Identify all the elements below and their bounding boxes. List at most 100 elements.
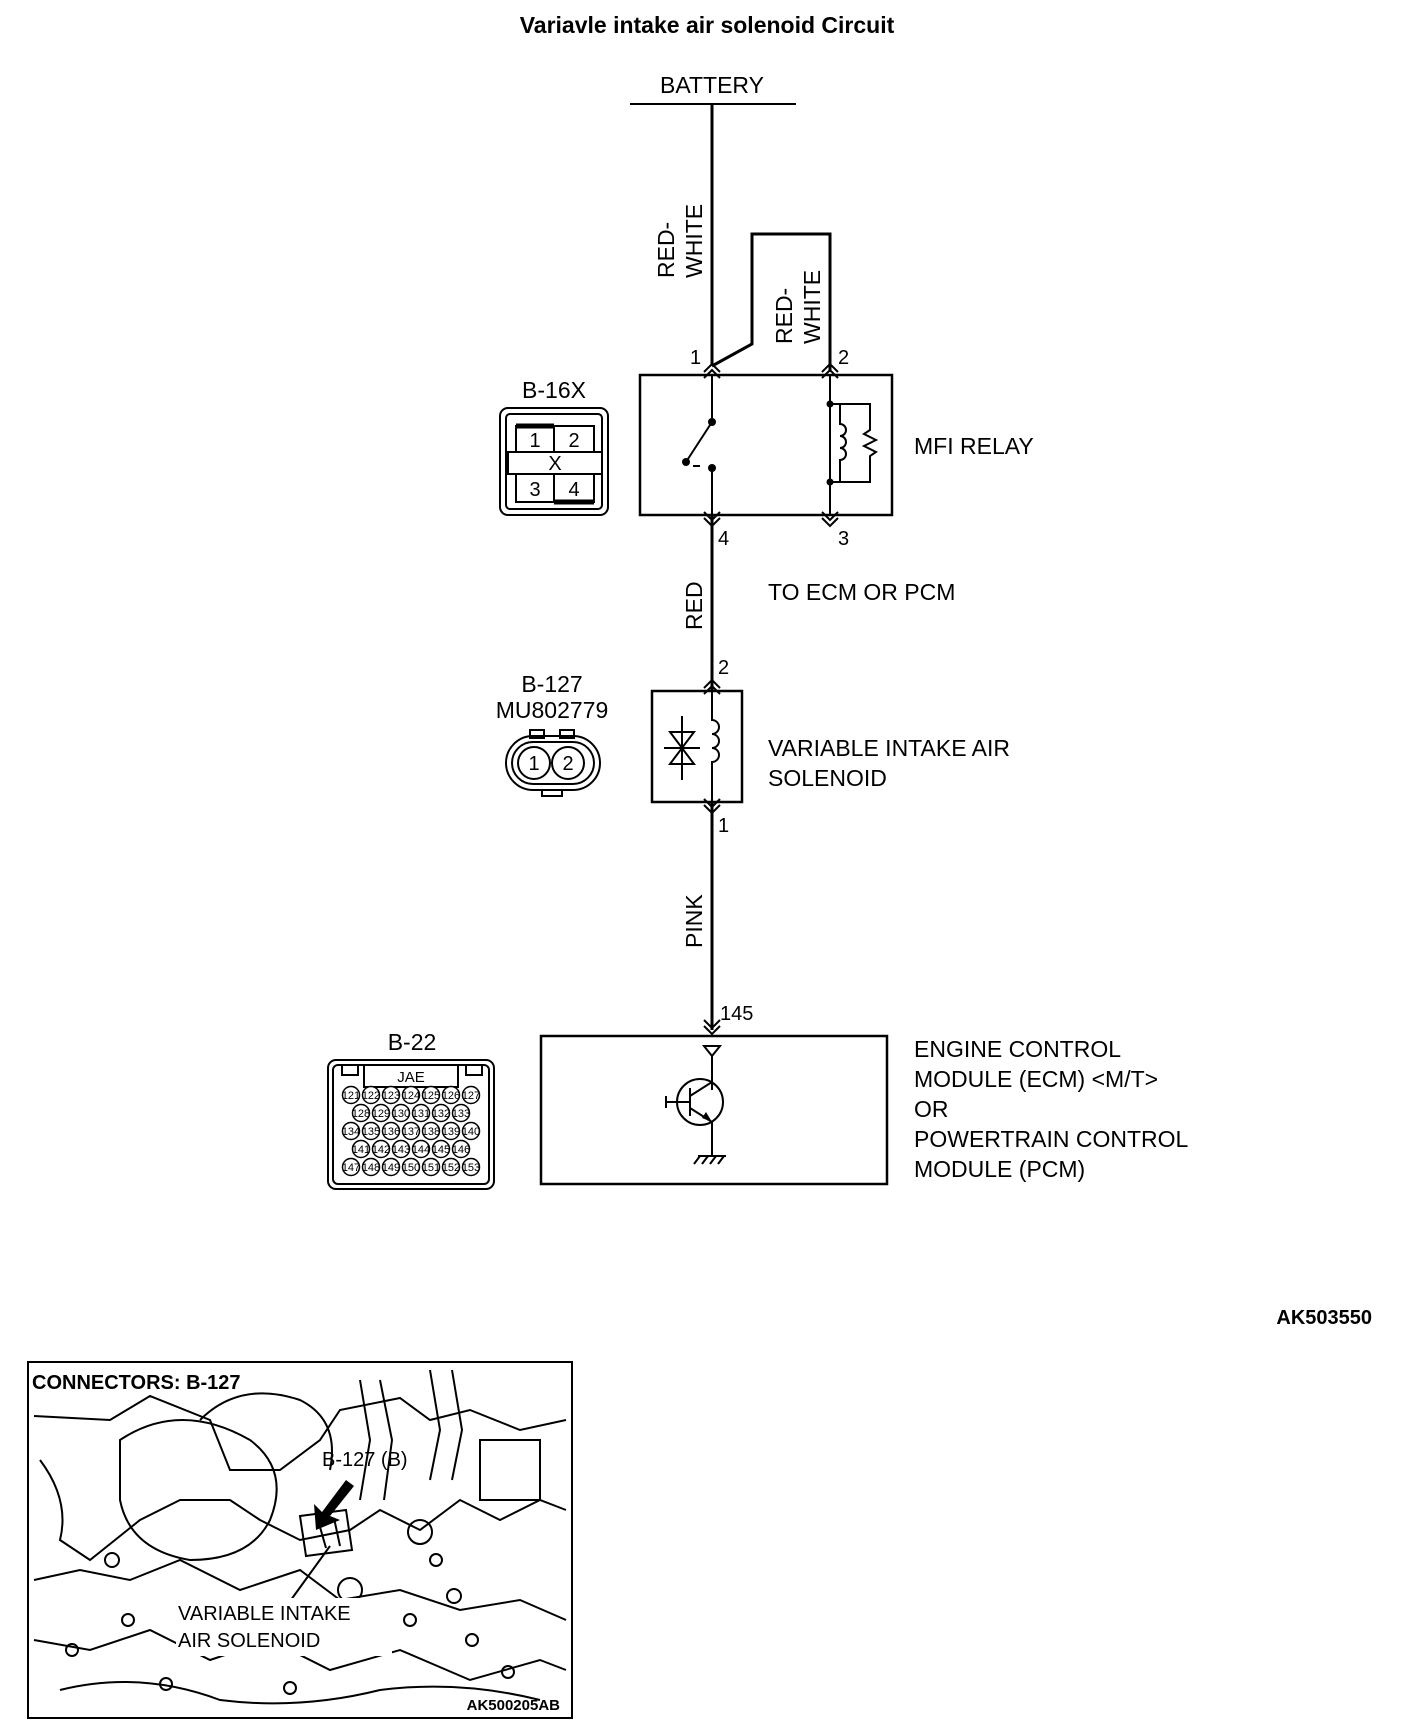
b22-pin-label: 139 — [442, 1126, 460, 1138]
b22-pin-label: 134 — [342, 1126, 360, 1138]
b22-pin-socket — [361, 1157, 381, 1177]
wire-label-red: RED — [681, 581, 707, 630]
svg-text:2: 2 — [562, 753, 573, 775]
b22-pin-label: 136 — [382, 1126, 400, 1138]
variable-intake-solenoid — [650, 678, 744, 815]
inset-code: AK500205AB — [467, 1697, 561, 1714]
battery-label: BATTERY — [660, 72, 764, 98]
wire-label-red-white-2a: RED- — [771, 288, 797, 344]
b22-pin-label: 141 — [352, 1144, 370, 1156]
wire-relay-loop — [711, 232, 832, 372]
b22-pin-socket — [361, 1121, 381, 1141]
inset-title: CONNECTORS: B-127 — [32, 1372, 241, 1394]
solenoid-pin-1: 1 — [718, 815, 729, 837]
b22-pin-label: 138 — [422, 1126, 440, 1138]
relay-pin-3: 3 — [838, 528, 849, 550]
svg-text:B-16X: B-16X — [522, 377, 586, 403]
svg-text:1: 1 — [528, 753, 539, 775]
b22-pin-socket — [421, 1157, 441, 1177]
solenoid-name-2: SOLENOID — [768, 765, 887, 791]
b22-pin-label: 130 — [392, 1108, 410, 1120]
svg-text:4: 4 — [568, 479, 579, 501]
b22-pin-label: 150 — [402, 1162, 420, 1174]
svg-text:2: 2 — [568, 430, 579, 452]
diagram-code: AK503550 — [1276, 1307, 1372, 1329]
b22-pin-socket — [351, 1139, 371, 1159]
b22-pin-label: 133 — [452, 1108, 470, 1120]
svg-text:MU802779: MU802779 — [496, 697, 609, 723]
b22-pin-socket — [341, 1085, 361, 1105]
b22-pin-label: 129 — [372, 1108, 390, 1120]
b22-pin-label: 147 — [342, 1162, 360, 1174]
b22-pin-label: 122 — [362, 1090, 380, 1102]
ecm-name-4: POWERTRAIN CONTROL — [914, 1126, 1189, 1152]
mfi-relay — [638, 362, 894, 528]
b22-pin-label: 152 — [442, 1162, 460, 1174]
ecm-name-1: ENGINE CONTROL — [914, 1036, 1121, 1062]
inset-label-1: VARIABLE INTAKE — [178, 1603, 351, 1625]
engine-bay-illustration — [33, 1369, 567, 1705]
b22-pin-socket — [441, 1085, 461, 1105]
connector-b16x: B-16X 1 2 X 3 4 — [499, 377, 609, 516]
b22-pin-socket — [351, 1103, 371, 1123]
ecm-name-5: MODULE (PCM) — [914, 1156, 1085, 1182]
connector-location-inset: CONNECTORS: B-127 B-127 (B) VARIABLE INT… — [27, 1361, 573, 1719]
b22-pin-label: 148 — [362, 1162, 380, 1174]
b22-pin-label: 151 — [422, 1162, 440, 1174]
inset-callout: B-127 (B) — [322, 1449, 408, 1471]
b22-pin-label: 121 — [342, 1090, 360, 1102]
b22-pin-socket — [421, 1121, 441, 1141]
b22-pin-label: 135 — [362, 1126, 380, 1138]
b22-pin-label: 144 — [412, 1144, 430, 1156]
b22-pin-socket — [461, 1157, 481, 1177]
b22-pin-socket — [341, 1121, 361, 1141]
inset-label-2: AIR SOLENOID — [178, 1630, 320, 1652]
b22-pin-socket — [461, 1121, 481, 1141]
b22-pin-socket — [431, 1139, 451, 1159]
b22-pin-socket — [401, 1121, 421, 1141]
b22-pin-socket — [411, 1103, 431, 1123]
relay-pin-4: 4 — [718, 528, 729, 550]
b22-pin-socket — [371, 1139, 391, 1159]
b22-pin-label: 137 — [402, 1126, 420, 1138]
wire-label-red-white-1b: WHITE — [681, 204, 707, 278]
b22-pin-socket — [341, 1157, 361, 1177]
b22-pin-label: 149 — [382, 1162, 400, 1174]
b22-pin-label: 146 — [452, 1144, 470, 1156]
wire-label-red-white-2b: WHITE — [799, 270, 825, 344]
relay-pin-1: 1 — [690, 347, 701, 369]
ecm-name-2: MODULE (ECM) <M/T> — [914, 1066, 1158, 1092]
b22-pin-socket — [461, 1085, 481, 1105]
b22-pin-label: 126 — [442, 1090, 460, 1102]
b22-pin-socket — [371, 1103, 391, 1123]
b22-pin-label: 123 — [382, 1090, 400, 1102]
b22-pin-socket — [431, 1103, 451, 1123]
svg-text:3: 3 — [529, 479, 540, 501]
b22-pin-label: 153 — [462, 1162, 480, 1174]
b22-pin-label: 124 — [402, 1090, 420, 1102]
ecm-pin-145: 145 — [720, 1003, 753, 1025]
b22-pin-socket — [441, 1121, 461, 1141]
wire-label-red-white-1a: RED- — [653, 222, 679, 278]
solenoid-name-1: VARIABLE INTAKE AIR — [768, 735, 1010, 761]
b22-pin-socket — [401, 1085, 421, 1105]
svg-text:JAE: JAE — [397, 1069, 425, 1086]
connector-b127: B-127 MU802779 1 2 — [496, 671, 609, 797]
b22-pin-socket — [401, 1157, 421, 1177]
b22-pin-socket — [411, 1139, 431, 1159]
b22-pin-label: 145 — [432, 1144, 450, 1156]
b22-pin-socket — [421, 1085, 441, 1105]
ecm-name-3: OR — [914, 1096, 949, 1122]
solenoid-pin-2: 2 — [718, 657, 729, 679]
ecm-module — [539, 1019, 889, 1186]
b22-pin-label: 125 — [422, 1090, 440, 1102]
b22-pin-label: 140 — [462, 1126, 480, 1138]
relay-pin-2: 2 — [838, 347, 849, 369]
to-ecm-note: TO ECM OR PCM — [768, 579, 955, 605]
svg-text:B-127: B-127 — [521, 671, 582, 697]
inset-leader — [287, 1545, 331, 1605]
b22-pin-socket — [451, 1103, 471, 1123]
b22-pin-socket — [441, 1157, 461, 1177]
